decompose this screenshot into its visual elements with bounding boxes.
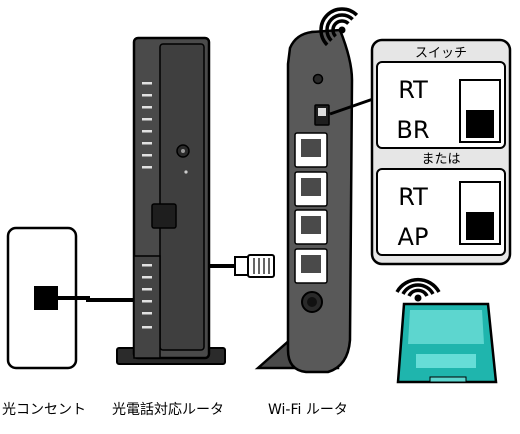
wifi-signal-icon (319, 7, 359, 47)
switch-knob-br (466, 110, 494, 138)
wifi-router (254, 28, 354, 374)
option2-bottom-label: AP (398, 223, 429, 251)
onu-router (116, 36, 226, 365)
switch-panel: スイッチ RT BR または RT AP (370, 38, 512, 266)
label-wifi-router: Wi-Fi ルータ (268, 402, 348, 418)
fiber-cable (58, 296, 134, 302)
option2-top-label: RT (398, 183, 428, 211)
label-optical-outlet: 光コンセント (2, 402, 86, 418)
label-onu-router: 光電話対応ルータ (112, 402, 224, 418)
switch-knob-ap (466, 212, 494, 240)
switch-separator: または (421, 152, 460, 167)
wifi-signal-icon (395, 277, 441, 302)
laptop-icon (396, 302, 498, 384)
lan-cable (209, 254, 275, 278)
switch-title: スイッチ (415, 46, 467, 61)
option1-bottom-label: BR (396, 116, 429, 144)
option1-top-label: RT (398, 76, 428, 104)
callout-line (329, 96, 377, 116)
